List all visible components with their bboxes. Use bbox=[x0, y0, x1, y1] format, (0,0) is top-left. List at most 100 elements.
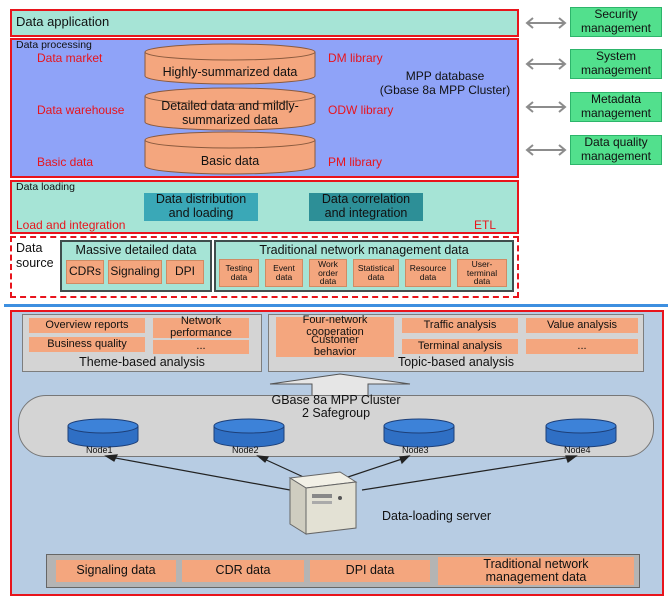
basic-data-text: Basic data bbox=[200, 154, 260, 168]
system-management-box: System management bbox=[570, 49, 662, 79]
topic-item-more-l1: ... bbox=[577, 339, 587, 352]
data-distribution-line1: Data distribution bbox=[155, 192, 247, 207]
metadata-management-l1: Metadata bbox=[590, 92, 642, 107]
data-application-layer bbox=[10, 9, 519, 37]
topic-item-traffic-l1: Traffic analysis bbox=[423, 318, 497, 331]
data-source-label-2: source bbox=[16, 256, 54, 270]
double-arrow-icon bbox=[525, 101, 567, 113]
topic-item-terminal-l1: Terminal analysis bbox=[417, 339, 503, 352]
theme-item-business-quality: Business quality bbox=[29, 337, 145, 352]
cluster-title-1: GBase 8a MPP Cluster bbox=[271, 393, 401, 407]
traditional-item-work-order-l2: order bbox=[318, 267, 338, 278]
theme-analysis-title: Theme-based analysis bbox=[79, 355, 205, 369]
data-distribution-box: Data distribution and loading bbox=[144, 192, 258, 221]
source-cdr: CDR data bbox=[182, 560, 304, 582]
traditional-item-testing-l1: Testing bbox=[225, 263, 253, 274]
dm-library-label: DM library bbox=[328, 51, 383, 65]
topic-item-customer-l2: behavior bbox=[313, 346, 357, 358]
cylinder-detailed bbox=[144, 87, 316, 131]
topic-item-terminal: Terminal analysis bbox=[402, 339, 518, 354]
section-divider bbox=[4, 304, 668, 307]
system-management-l2: management bbox=[580, 63, 652, 77]
management-arrows bbox=[525, 17, 567, 156]
source-traditional: Traditional network management data bbox=[438, 557, 634, 585]
cylinder-basic bbox=[144, 131, 316, 175]
detailed-text-2: summarized data bbox=[182, 113, 278, 127]
traditional-item-event-l1: Event bbox=[273, 263, 295, 274]
double-arrow-icon bbox=[525, 58, 567, 70]
source-dpi-l1: DPI data bbox=[345, 563, 395, 578]
theme-item-network-performance: Network performance bbox=[153, 315, 249, 339]
highly-summarized-text: Highly-summarized data bbox=[162, 65, 298, 79]
data-quality-management-l1: Data quality bbox=[584, 135, 648, 150]
theme-item-more-l1: ... bbox=[196, 340, 206, 353]
massive-item-dpi: DPI bbox=[166, 260, 204, 284]
data-quality-management-l2: management bbox=[580, 149, 652, 163]
node4-label: Node4 bbox=[564, 445, 591, 455]
topic-item-four-network-l2: cooperation bbox=[306, 326, 364, 338]
data-correlation-box: Data correlation and integration bbox=[309, 192, 423, 221]
theme-item-overview: Overview reports bbox=[29, 318, 145, 333]
massive-detailed-title: Massive detailed data bbox=[75, 243, 197, 257]
theme-item-overview-l1: Overview reports bbox=[45, 318, 129, 331]
topic-item-four-network-l1: Four-network bbox=[302, 314, 368, 327]
source-cdr-l1: CDR data bbox=[215, 563, 271, 578]
data-loading-layer bbox=[10, 180, 519, 234]
theme-item-more: ... bbox=[153, 340, 249, 354]
topic-item-customer: Customer behavior bbox=[276, 335, 394, 358]
traditional-item-statistical: Statistical data bbox=[353, 259, 399, 287]
etl-label: ETL bbox=[474, 218, 497, 232]
double-arrow-icon bbox=[525, 17, 567, 29]
traditional-item-statistical-l1: Statistical bbox=[357, 263, 395, 274]
topic-item-more: ... bbox=[526, 339, 638, 354]
theme-item-business-quality-l1: Business quality bbox=[47, 337, 127, 350]
data-market-label: Data market bbox=[37, 51, 103, 65]
traditional-item-work-order: Work order data bbox=[309, 259, 347, 287]
traditional-item-resource-l2: data bbox=[419, 272, 437, 282]
data-source-label-1: Data bbox=[16, 241, 43, 255]
security-management-l2: management bbox=[580, 21, 652, 35]
topic-item-value-l1: Value analysis bbox=[546, 318, 618, 331]
data-distribution-line2: and loading bbox=[168, 206, 234, 220]
traditional-item-user-terminal-l1: User- bbox=[471, 258, 493, 269]
metadata-management-l2: management bbox=[580, 106, 652, 120]
node3-label: Node3 bbox=[402, 445, 429, 455]
node2-label: Node2 bbox=[232, 445, 259, 455]
odw-library-label: ODW library bbox=[328, 103, 394, 117]
data-loading-server-label: Data-loading server bbox=[382, 509, 492, 523]
source-traditional-l2: management data bbox=[485, 570, 587, 584]
data-correlation-line1: Data correlation bbox=[321, 192, 411, 207]
source-signaling-l1: Signaling data bbox=[76, 563, 156, 578]
traditional-item-resource: Resource data bbox=[405, 259, 451, 287]
topic-item-traffic: Traffic analysis bbox=[402, 318, 518, 333]
data-quality-management-box: Data quality management bbox=[570, 135, 662, 165]
basic-data-label: Basic data bbox=[37, 155, 94, 169]
security-management-l1: Security bbox=[594, 7, 638, 22]
source-traditional-l1: Traditional network bbox=[483, 556, 589, 571]
topic-analysis-title: Topic-based analysis bbox=[397, 355, 515, 369]
node4-icon bbox=[545, 418, 617, 448]
traditional-item-user-terminal-l3: data bbox=[473, 276, 491, 287]
detailed-text-1: Detailed data and mildly- bbox=[161, 99, 299, 113]
data-correlation-line2: and integration bbox=[324, 206, 408, 220]
topic-item-value: Value analysis bbox=[526, 318, 638, 333]
traditional-item-statistical-l2: data bbox=[367, 272, 385, 282]
system-management-l1: System bbox=[595, 49, 636, 64]
data-layer-cylinders bbox=[144, 43, 316, 175]
data-processing-label: Data processing bbox=[16, 39, 92, 51]
traditional-item-event: Event data bbox=[265, 259, 303, 287]
theme-item-network-performance-l1: Network bbox=[180, 315, 222, 328]
cylinder-highly bbox=[144, 43, 316, 85]
traditional-item-user-terminal-l2: terminal bbox=[466, 267, 498, 278]
traditional-item-testing: Testing data bbox=[219, 259, 259, 287]
node1-icon bbox=[67, 418, 139, 448]
traditional-title: Traditional network management data bbox=[259, 243, 469, 257]
double-arrow-icon bbox=[525, 144, 567, 156]
source-dpi: DPI data bbox=[310, 560, 430, 582]
massive-item-signaling: Signaling bbox=[108, 260, 162, 284]
server-to-node-arrows bbox=[104, 454, 578, 491]
source-signaling: Signaling data bbox=[56, 560, 176, 582]
traditional-item-resource-l1: Resource bbox=[409, 263, 447, 274]
metadata-management-box: Metadata management bbox=[570, 92, 662, 122]
